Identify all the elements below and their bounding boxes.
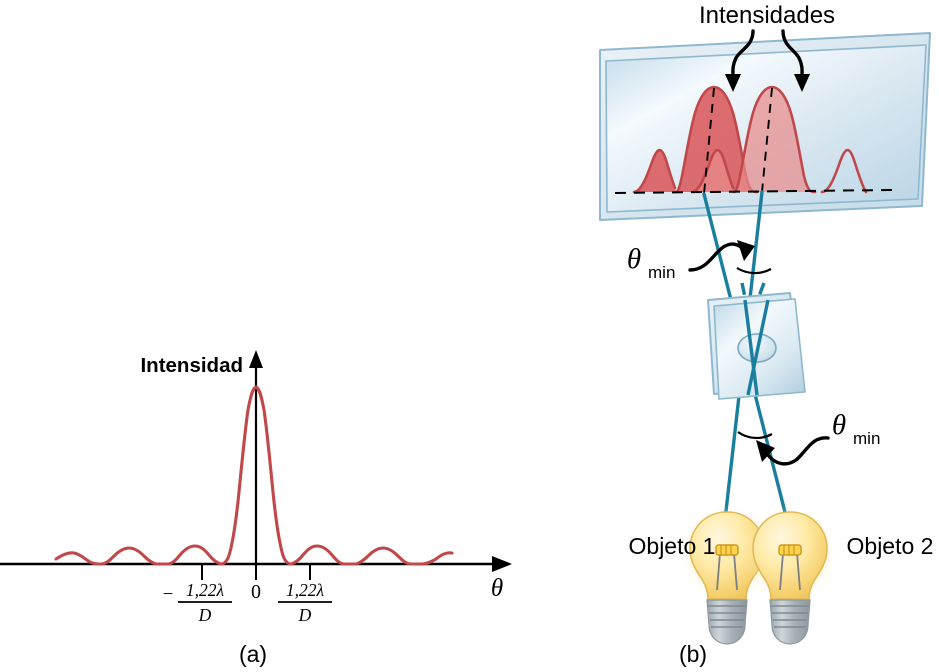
panel-a-y-axis-label: Intensidad [140,354,243,377]
tick-positive-denominator: D [298,605,312,625]
tick-label-negative: − 1,22λ D [163,580,232,625]
intensidades-arrow-left [725,29,755,92]
bulb-2-base [769,599,811,645]
panel-a-caption: (a) [239,641,267,667]
angle-arc-lower [737,431,773,439]
object-2-label: Objeto 2 [847,533,934,559]
tick-label-zero: 0 [251,581,261,603]
theta-min-label-lower: θ min [832,409,881,448]
panel-b-caption: (b) [679,641,707,667]
tick-negative-numerator: 1,22λ [186,580,225,600]
theta-min-label-upper: θ min [627,243,676,282]
theta-min-upper-subscript: min [648,263,675,282]
bulb-2-filament-coil [778,544,802,556]
panel-a-x-axis-label: θ [491,575,503,602]
x-axis-ticks [201,564,311,580]
theta-min-upper-symbol: θ [627,243,641,275]
intensity-side-lobe-right [820,148,868,194]
intensity-peak-right [692,87,815,193]
airy-intensity-curve [54,385,454,566]
angle-pointer-upper [688,242,746,272]
bulb-1-base [706,599,748,645]
screen-baseline [614,189,894,194]
bulb-1-filament-wires [716,552,738,591]
tick-negative-sign: − [163,584,174,605]
intensidades-title: Intensidades [699,2,835,29]
tick-positive-numerator: 1,22λ [286,580,325,600]
bulb-2-filament-wires [779,552,801,591]
peak-marker-left [703,87,715,195]
intensity-peak-right-outline [690,85,817,194]
panel-a-intensity-plot: Intensidad θ 0 − 1,22λ D 1,22λ D (a) [0,350,512,667]
angle-marker-lower [737,431,830,466]
bulb-1-filament-coil [715,544,739,556]
theta-min-lower-symbol: θ [832,409,846,441]
angle-arc-upper [736,267,772,275]
tick-negative-denominator: D [198,605,212,625]
y-axis [249,350,263,564]
object-1-label: Objeto 1 [629,533,716,559]
intensidades-arrow-right [781,29,810,92]
angle-marker-upper [688,240,772,275]
observation-screen [599,32,931,221]
ray-through-hole-b [746,299,770,396]
theta-min-lower-subscript: min [853,429,880,448]
peak-marker-right [761,87,773,193]
aperture-lens [707,292,806,400]
angle-pointer-lower [766,436,830,466]
light-bulb-object-2 [742,505,838,645]
ray-through-hole-a [743,299,759,396]
tick-label-positive: 1,22λ D [278,580,332,625]
panel-b-resolution-diagram: Intensidades [599,2,934,667]
